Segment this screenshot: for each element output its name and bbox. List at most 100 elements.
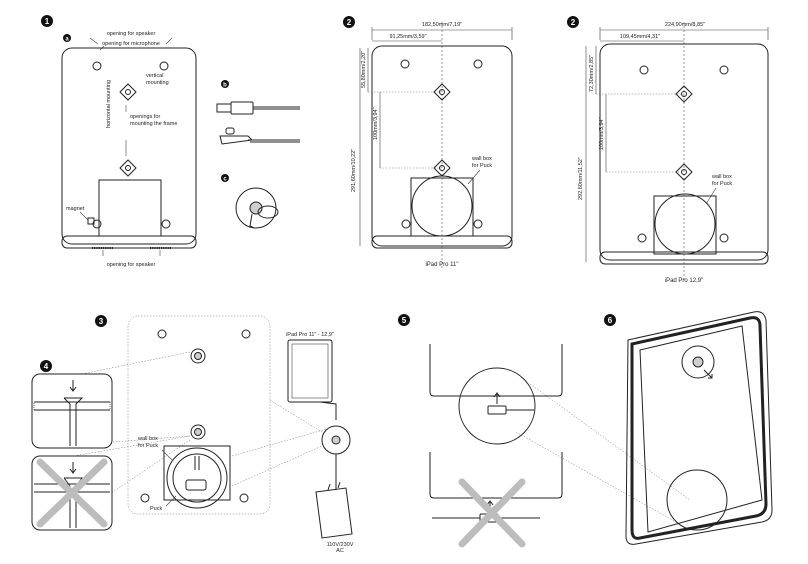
dim-top-11: 55,80mm/2,20"	[361, 51, 367, 88]
p5-zoom-circle	[458, 367, 536, 445]
p5-up-arrow	[493, 392, 501, 404]
dim-spacing-11: 100mm/3,94"	[373, 107, 379, 140]
keyhole-bottom	[119, 159, 137, 177]
puck-wall-box	[98, 179, 162, 237]
label-opening-speaker-bottom: opening for speaker	[107, 262, 156, 268]
letter-c-badge	[221, 174, 229, 182]
keyholes-11	[433, 83, 451, 177]
puck-with-ring	[235, 187, 279, 229]
label-wallbox-12-b: for Puck	[712, 181, 732, 187]
dim-height-12: 292,60mm/11,52"	[578, 157, 584, 200]
p5-connector	[487, 405, 507, 415]
dim-spacing-12: 100mm/3,94"	[599, 117, 605, 150]
pointer-wallbox-11	[467, 169, 481, 185]
label-voltage: 110V/230V	[327, 542, 354, 548]
panel-3-cable-in	[194, 456, 200, 470]
back-plate	[61, 47, 197, 245]
letter-b: b	[223, 83, 227, 89]
p6-puck-center	[692, 356, 704, 368]
p6-frame-outer	[625, 311, 773, 545]
dim-width-11: 182,50mm/7,19"	[422, 22, 462, 28]
step-4-badge	[40, 360, 52, 372]
step-5-badge	[398, 314, 410, 326]
step-2a-number: 2	[347, 18, 352, 27]
keyhole-top	[119, 83, 137, 101]
step-1-number: 1	[45, 17, 50, 26]
adapter-prongs	[327, 481, 341, 491]
usb-c-cable	[219, 127, 300, 145]
label-wallbox-12-a: wall box	[711, 174, 732, 180]
pointer-p3-wallbox	[161, 449, 173, 461]
p5-wrong-detail	[432, 478, 540, 548]
p6-puck	[681, 345, 715, 379]
label-opening-microphone: opening for microphone	[102, 41, 160, 47]
p6-zoom-circle	[666, 469, 728, 531]
panel-3-wallbox	[163, 445, 231, 501]
keyholes-12	[675, 85, 693, 181]
guide-lines-12	[596, 93, 684, 173]
letter-a-badge	[63, 34, 71, 42]
plate-holes-12	[637, 65, 729, 243]
panel-3: 3 wall box for Puck Puck iPad Pro 11" - …	[95, 315, 354, 554]
puck-circle-11	[411, 175, 473, 237]
label-wallbox-11-b: for Puck	[472, 163, 492, 169]
dim-offset-12: 109,45mm/4,31"	[620, 34, 660, 40]
panel-3-puck	[172, 453, 222, 503]
step-1-badge	[41, 15, 53, 27]
magnet	[87, 217, 95, 225]
panel-5: 5	[398, 314, 691, 548]
plate-outline-12	[599, 43, 769, 261]
guide-lines-11	[368, 91, 442, 169]
step-2a-badge	[343, 16, 355, 28]
magnet-pointer	[79, 211, 89, 221]
p6-ipad-tilted	[639, 325, 763, 533]
plate-bottom-12	[599, 251, 769, 265]
step-6-number: 6	[608, 316, 613, 325]
step-5-number: 5	[402, 316, 407, 325]
letter-a: a	[65, 37, 69, 43]
label-openings-for: openings for	[130, 114, 160, 120]
plate-outline-11	[371, 45, 513, 247]
power-adapter	[315, 487, 353, 539]
panel-2-ipad-12: 2 224,90mm/8,85" 109,45mm/4,31" 292,60mm…	[567, 16, 769, 284]
label-ac: AC	[336, 548, 344, 554]
ipad-screen	[291, 343, 329, 399]
label-mounting: mounting	[146, 80, 169, 86]
label-p3-wallbox-b: for Puck	[138, 443, 158, 449]
dim-top-12: 72,30mm/2,85"	[589, 55, 595, 92]
puck-circle-12	[654, 193, 716, 255]
dim-width-12: 224,90mm/8,85"	[665, 22, 705, 28]
p6-frame-bezel	[630, 316, 768, 540]
plate-holes-11	[400, 59, 483, 229]
p3-guide-lines	[231, 399, 331, 487]
pointer-wallbox-12	[705, 187, 717, 205]
step-6-badge	[604, 314, 616, 326]
step-2b-number: 2	[571, 18, 576, 27]
letter-b-badge	[221, 80, 229, 88]
label-horizontal-mounting: horizontal mounting	[106, 80, 112, 128]
panel-2-ipad-11: 2 182,50mm/7,19" 91,25mm/3,59" 291,60mm/…	[343, 16, 513, 268]
label-p3-puck: Puck	[150, 506, 162, 512]
dim-offset-11: 91,25mm/3,59"	[389, 34, 426, 40]
panel-1: 1 a opening for speaker opening for micr…	[41, 15, 300, 268]
pointer-p3-puck	[165, 495, 177, 507]
screw-detail-correct	[31, 373, 113, 449]
p5-device-top	[429, 344, 563, 397]
p5-device-bottom	[429, 452, 563, 499]
label-mounting-frame: mounting the frame	[130, 121, 177, 127]
panel-3-holes	[140, 329, 251, 503]
letter-c: c	[223, 177, 227, 183]
pointer-lines-bottom	[102, 250, 161, 256]
p5-cross-mark	[458, 478, 526, 548]
screw-detail-wrong	[31, 455, 113, 531]
panel-3-screws	[190, 348, 206, 440]
step-2b-badge	[567, 16, 579, 28]
label-magnet: magnet	[66, 206, 85, 212]
label-vertical: vertical	[146, 73, 163, 79]
plate-bottom-edge	[61, 235, 197, 249]
p4-guide-lines	[61, 351, 191, 527]
panel-4: 4	[31, 351, 191, 531]
ipad-device	[287, 339, 333, 403]
panel-6: 6	[604, 311, 773, 545]
mounting-holes	[92, 61, 171, 229]
